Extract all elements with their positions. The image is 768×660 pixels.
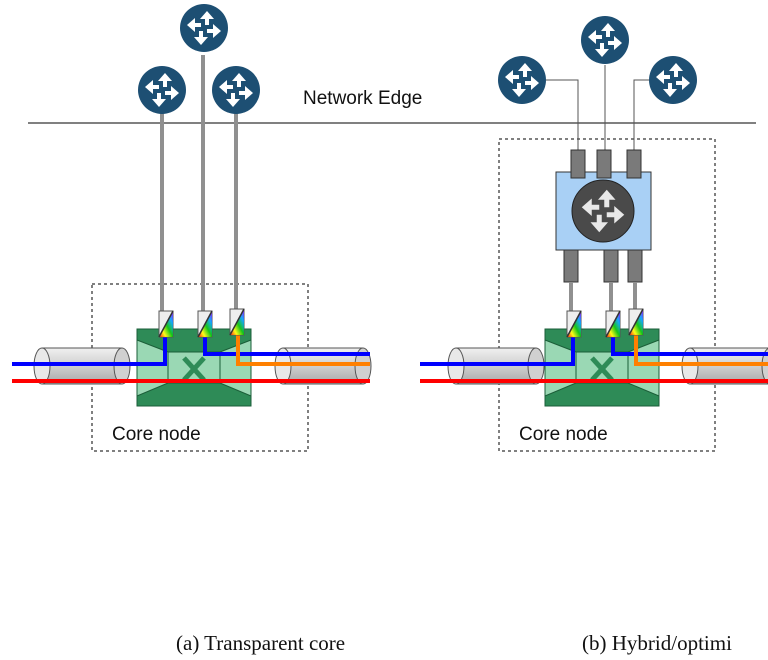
panel-b: Core node [420, 16, 768, 452]
core-node-box-b [498, 138, 716, 452]
core-node-label-b: Core node [519, 424, 608, 445]
aggregator-ports-top [570, 149, 642, 179]
router-icon [212, 66, 260, 114]
transponder-a-2 [197, 310, 213, 338]
aggregator-links-b [569, 282, 637, 314]
transponder-a-1 [158, 310, 174, 338]
caption-b: (b) Hybrid/optimi [582, 631, 732, 655]
router-icon [498, 56, 546, 104]
router-icon [649, 56, 697, 104]
router-icon [138, 66, 186, 114]
network-edge-label: Network Edge [303, 88, 422, 109]
transponder-b-2 [605, 310, 621, 338]
lightpaths-b [420, 330, 768, 383]
cross-connect-x-a [182, 356, 206, 382]
panel-a: Core node [12, 4, 372, 452]
router-icon [180, 4, 228, 52]
transponder-b-1 [566, 310, 582, 338]
lightpaths-a [12, 330, 370, 383]
aggregator-ports-bottom [563, 249, 643, 283]
aggregator-router-icon [571, 179, 635, 243]
core-node-label-a: Core node [112, 424, 201, 445]
edge-links-a [160, 55, 238, 314]
cross-connect-x-b [590, 356, 614, 382]
core-node-box-a [91, 283, 309, 452]
transponder-b-3 [628, 308, 644, 336]
edge-links-b [546, 65, 655, 150]
transponder-a-3 [229, 308, 245, 336]
router-icon [581, 16, 629, 64]
caption-a: (a) Transparent core [176, 631, 345, 655]
